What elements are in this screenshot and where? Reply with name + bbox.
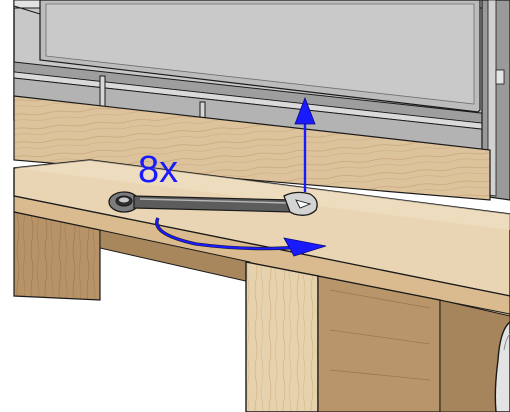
combination-wrench [108, 191, 318, 216]
rotation-arrowhead [283, 237, 327, 257]
pallet-top-board [13, 159, 510, 297]
pallet-left-block [13, 211, 101, 301]
pallet-center-block [245, 261, 319, 412]
lift-arrowhead [294, 96, 316, 125]
frame-latch [495, 69, 505, 85]
pallet-back-rail [13, 95, 491, 201]
caster-wheel [494, 321, 510, 412]
counterclockwise-rotation-arrow-icon [155, 217, 327, 257]
wooden-shipping-pallet [13, 95, 510, 412]
panel-highlight [45, 3, 475, 105]
repeat-count-label: 8x [138, 149, 178, 191]
upward-arrow-icon [294, 96, 316, 192]
